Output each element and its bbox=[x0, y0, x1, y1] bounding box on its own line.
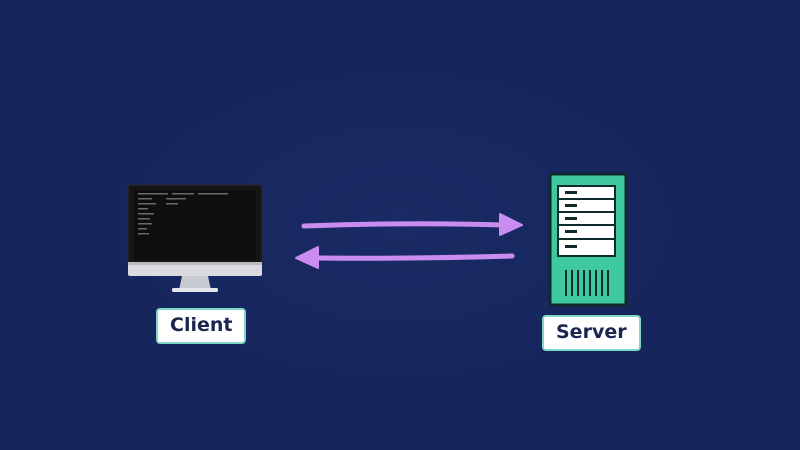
server-label: Server bbox=[542, 315, 641, 351]
server-tower-icon bbox=[548, 172, 628, 307]
response-arrow bbox=[295, 246, 515, 269]
request-arrow bbox=[301, 213, 523, 236]
client-label: Client bbox=[156, 308, 247, 344]
desktop-computer-icon bbox=[127, 184, 263, 292]
